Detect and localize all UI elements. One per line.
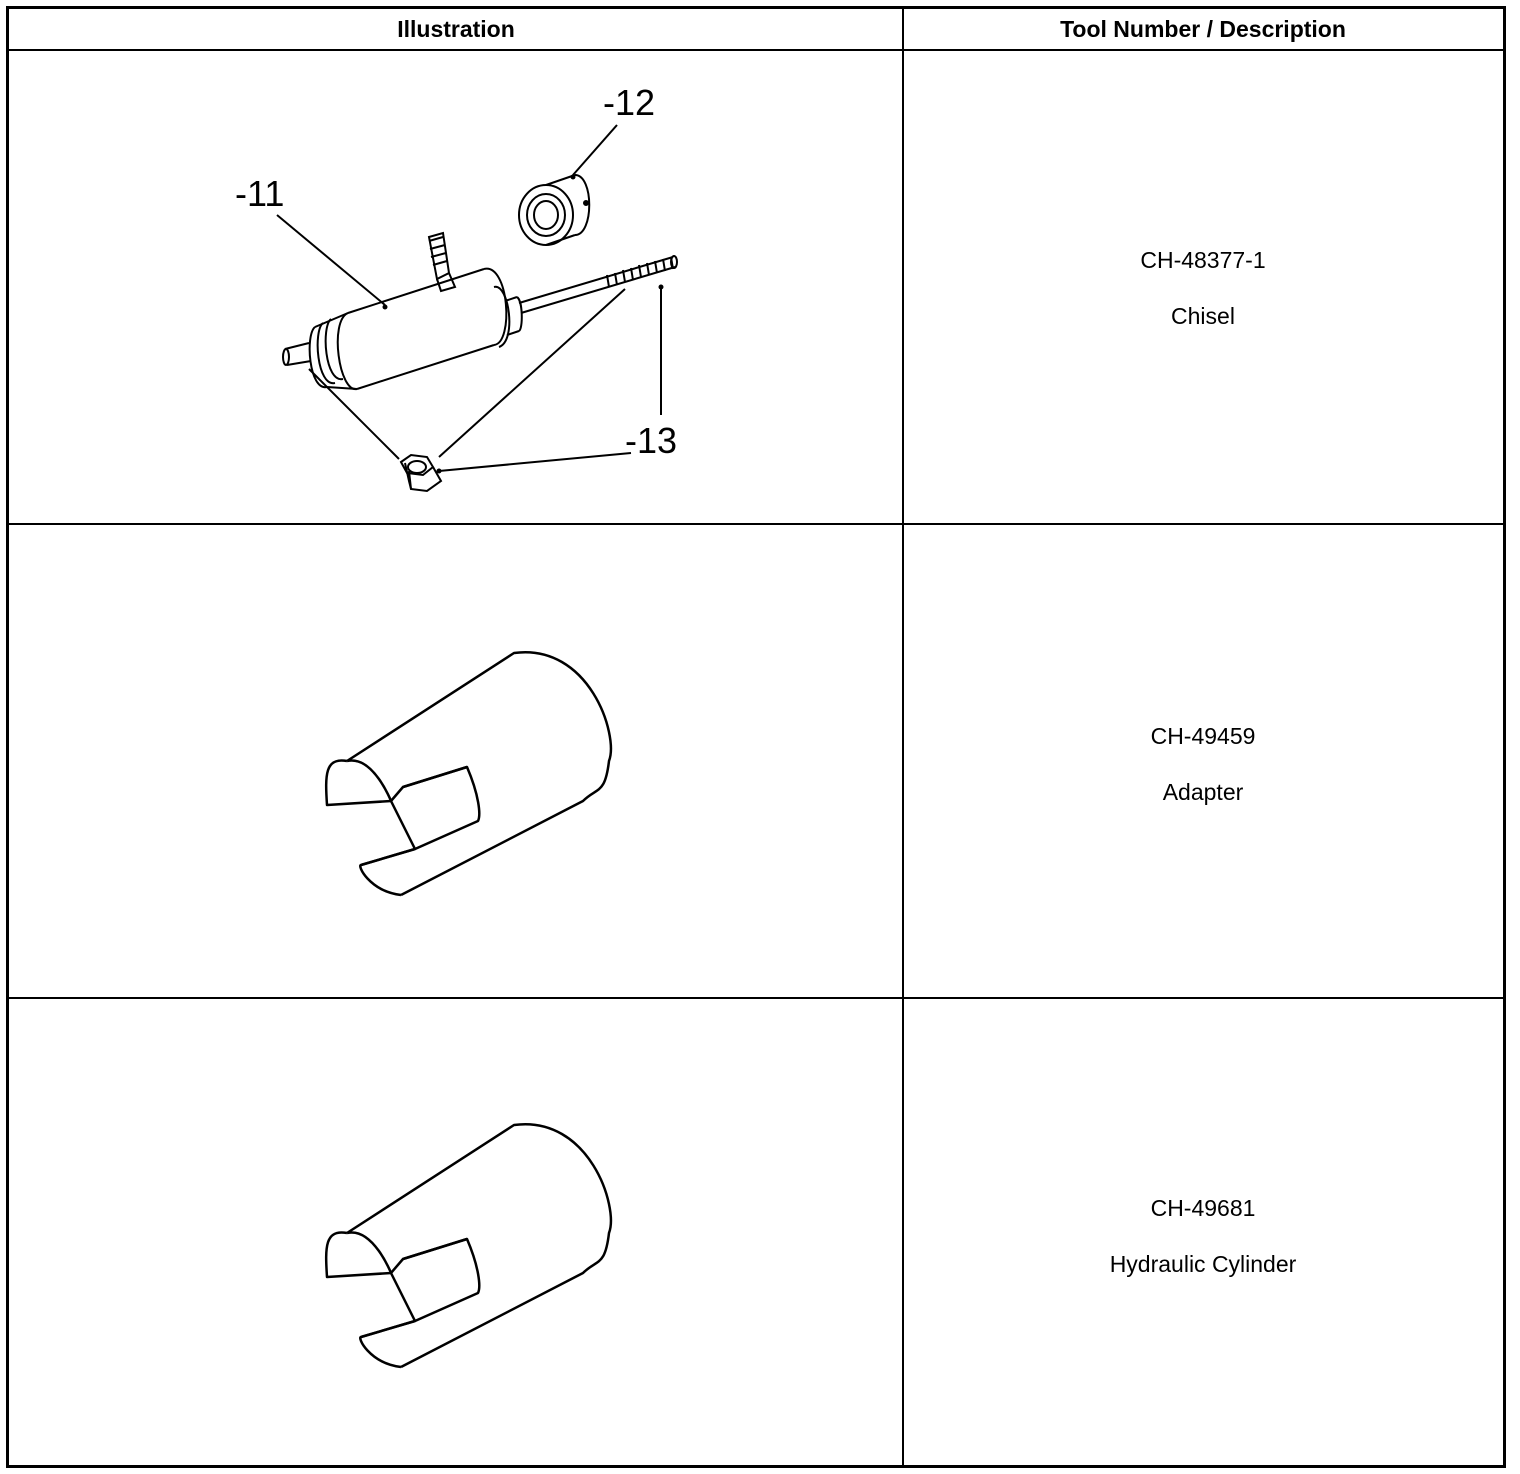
callout-11: -11 (235, 173, 284, 214)
tool-description: Chisel (1171, 303, 1235, 329)
tool-number: CH-49681 (1150, 1195, 1256, 1221)
table-header-row: Illustration Tool Number / Description (9, 9, 1503, 51)
header-illustration: Illustration (397, 15, 515, 42)
table-row: CH-49459 Adapter (9, 525, 1503, 999)
tool-number: CH-48377-1 (1140, 247, 1266, 273)
special-tools-table: Illustration Tool Number / Description (6, 6, 1506, 1468)
tool-assembly-drawing: -11 -12 -13 (235, 82, 678, 493)
tool-description: Hydraulic Cylinder (1109, 1251, 1297, 1277)
illustration-hydraulic-tool-assembly: -11 -12 -13 (9, 51, 903, 523)
table-row: CH-49681 Hydraulic Cylinder (9, 999, 1503, 1465)
illustration-hydraulic-cylinder (9, 999, 903, 1465)
callout-12: -12 (603, 82, 655, 123)
table-row: -11 -12 -13 CH-48377-1 Chisel (9, 51, 1503, 525)
tool-description-cell: CH-49459 Adapter (903, 525, 1503, 997)
column-divider (902, 9, 904, 1465)
tool-description: Adapter (1162, 779, 1244, 805)
tool-description-cell: CH-48377-1 Chisel (903, 51, 1503, 523)
illustration-adapter (9, 525, 903, 997)
header-tool-description: Tool Number / Description (1060, 15, 1346, 42)
adapter-drawing (324, 651, 613, 897)
tool-number: CH-49459 (1150, 723, 1256, 749)
hydraulic-cylinder-drawing (324, 1123, 613, 1369)
tool-description-cell: CH-49681 Hydraulic Cylinder (903, 999, 1503, 1465)
callout-13: -13 (625, 420, 677, 461)
